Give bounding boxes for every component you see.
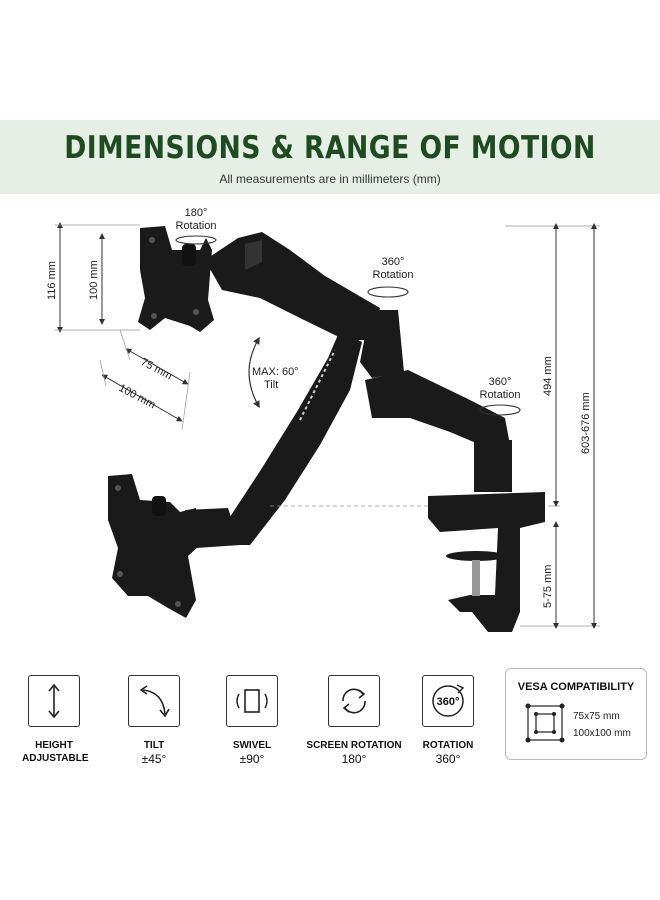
top-arm xyxy=(205,232,380,340)
tilt-arrow-icon xyxy=(248,336,260,409)
label-75mm: 75 mm xyxy=(139,356,174,382)
feature-swivel: SWIVEL ±90° xyxy=(222,675,282,767)
dimension-603-676mm: 603-676 mm xyxy=(580,223,597,629)
rotation-callout-360-mid: 360° Rotation xyxy=(367,256,414,298)
feature-height-adjustable: HEIGHT ADJUSTABLE xyxy=(22,675,88,765)
rotation-360-icon: 360° xyxy=(422,675,474,727)
dimension-100mm-vertical: 100 mm xyxy=(88,233,105,325)
tilt-callout: MAX: 60° Tilt xyxy=(248,336,299,409)
rotation-icon xyxy=(328,675,380,727)
rotation-callout-360-right: 360° Rotation xyxy=(479,376,521,416)
feature-rotation: 360° ROTATION 360° xyxy=(418,675,478,767)
rotation-arrow-icon xyxy=(479,404,521,416)
svg-text:360°: 360° xyxy=(382,256,405,268)
feature-tilt: TILT ±45° xyxy=(124,675,184,767)
label-494mm: 494 mm xyxy=(542,356,554,396)
vesa-title: VESA COMPATIBILITY xyxy=(517,681,635,693)
label-100mm-vertical: 100 mm xyxy=(88,260,100,300)
dimension-494mm: 494 mm xyxy=(542,223,559,507)
feature-screen-rotation: SCREEN ROTATION 180° xyxy=(306,675,402,767)
svg-text:360°: 360° xyxy=(489,376,512,388)
svg-text:180°: 180° xyxy=(185,207,208,219)
curved-arrow-icon xyxy=(128,675,180,727)
page-subtitle: All measurements are in millimeters (mm) xyxy=(219,172,441,186)
rotation-badge: 360° xyxy=(437,696,460,708)
svg-text:MAX: 60°: MAX: 60° xyxy=(252,366,299,378)
center-column xyxy=(360,310,512,492)
svg-text:Rotation: Rotation xyxy=(480,389,521,401)
dimension-75mm: 75 mm xyxy=(119,329,189,385)
vertical-arrows-icon xyxy=(28,675,80,727)
swivel-icon xyxy=(226,675,278,727)
lower-arm xyxy=(225,330,362,545)
svg-text:Rotation: Rotation xyxy=(176,220,217,232)
vesa-size-100: 100x100 mm xyxy=(573,728,631,739)
product-diagram: 116 mm 100 mm 75 mm 100 mm xyxy=(46,207,600,632)
label-603-676mm: 603-676 mm xyxy=(580,392,592,454)
vesa-pattern-icon xyxy=(525,703,565,743)
bottom-vesa-plate xyxy=(108,474,240,618)
rotation-arrow-icon xyxy=(367,286,409,298)
dimension-5-75mm: 5-75 mm xyxy=(542,521,559,629)
vesa-size-75: 75x75 mm xyxy=(573,711,620,722)
header-banner: DIMENSIONS & RANGE OF MOTION All measure… xyxy=(0,120,660,194)
label-116mm: 116 mm xyxy=(46,261,58,300)
dimension-116mm: 116 mm xyxy=(46,222,140,333)
page-title: DIMENSIONS & RANGE OF MOTION xyxy=(64,130,596,166)
rotation-callout-180: 180° Rotation xyxy=(175,207,217,245)
label-100mm-horizontal: 100 mm xyxy=(117,382,158,411)
top-vesa-plate xyxy=(138,226,214,332)
rotation-arrow-icon xyxy=(175,235,217,245)
svg-text:Tilt: Tilt xyxy=(264,379,278,391)
vesa-compatibility-box: VESA COMPATIBILITY 75x75 mm 100x100 mm xyxy=(505,668,647,760)
dimension-100mm-horizontal: 100 mm xyxy=(99,359,191,431)
label-5-75mm: 5-75 mm xyxy=(542,565,554,608)
svg-text:Rotation: Rotation xyxy=(373,269,414,281)
desk-clamp xyxy=(428,492,545,632)
